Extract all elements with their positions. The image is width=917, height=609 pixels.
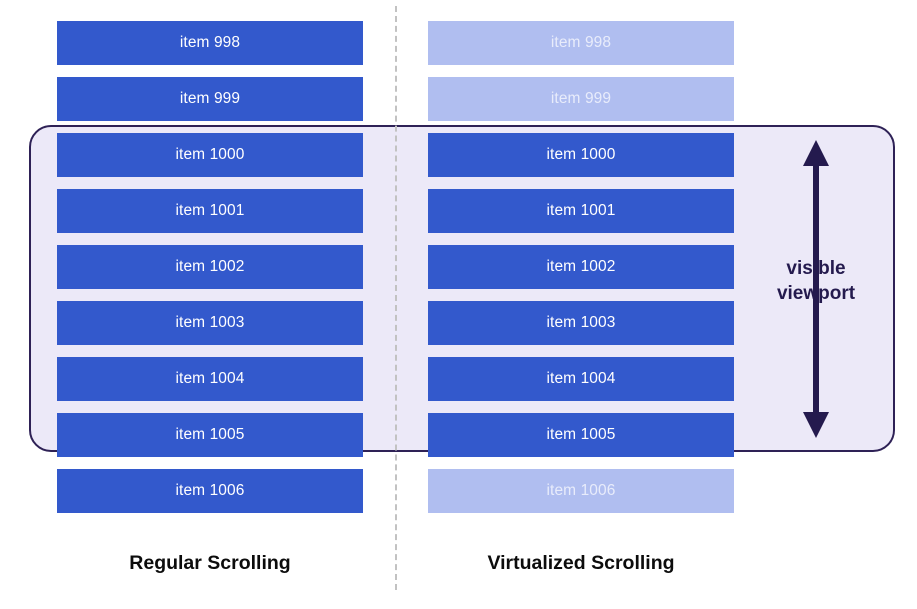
list-item[interactable]: item 1005 [428,413,734,457]
viewport-caption: visible viewport [756,256,876,306]
column-divider [395,6,397,590]
viewport-caption-line2: viewport [776,283,856,305]
list-item[interactable]: item 1002 [57,245,363,289]
regular-scrolling-column: item 998 item 999 item 1000 item 1001 it… [0,0,400,609]
regular-scrolling-label: Regular Scrolling [129,552,291,574]
virtualized-scrolling-label: Virtualized Scrolling [487,552,675,574]
list-item[interactable]: item 999 [57,77,363,121]
list-item[interactable]: item 998 [57,21,363,65]
list-item[interactable]: item 1003 [57,301,363,345]
double-headed-vertical-arrow-icon [803,140,829,438]
list-item[interactable]: item 1004 [428,357,734,401]
virtualized-scrolling-column: item 998 item 999 item 1000 item 1001 it… [371,0,771,609]
list-item[interactable]: item 1006 [57,469,363,513]
list-item[interactable]: item 1006 [428,469,734,513]
list-item[interactable]: item 1005 [57,413,363,457]
list-item[interactable]: item 1004 [57,357,363,401]
list-item[interactable]: item 1000 [57,133,363,177]
viewport-annotation: visible viewport [756,138,876,440]
list-item[interactable]: item 1002 [428,245,734,289]
list-item[interactable]: item 999 [428,77,734,121]
list-item[interactable]: item 1001 [57,189,363,233]
list-item[interactable]: item 1000 [428,133,734,177]
list-item[interactable]: item 998 [428,21,734,65]
list-item[interactable]: item 1003 [428,301,734,345]
viewport-caption-line1: visible [786,258,846,279]
list-item[interactable]: item 1001 [428,189,734,233]
